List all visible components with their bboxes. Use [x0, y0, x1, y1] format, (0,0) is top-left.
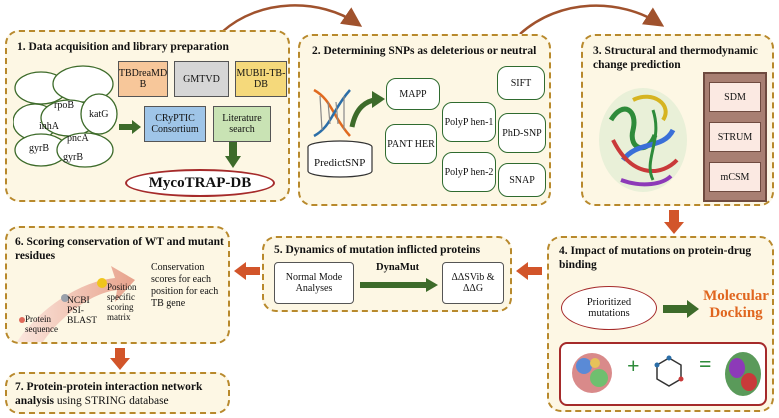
panel-structural-change: 3. Structural and thermodynamic change p…	[581, 34, 774, 206]
tool-mcsm: mCSM	[709, 162, 761, 192]
panel-snp-determination: 2. Determining SNPs as deleterious or ne…	[298, 34, 551, 206]
dot-red	[19, 317, 25, 323]
gene-gyrB-1: gyrB	[29, 143, 49, 154]
arrow-5-to-6	[234, 262, 260, 280]
gene-pncA: pncA	[67, 133, 89, 144]
tool-mapp: MAPP	[386, 78, 440, 110]
gene-rpoB: rpoB	[54, 100, 74, 111]
tool-phdsnp: PhD-SNP	[498, 113, 546, 153]
label-protein-sequence: Protein sequence	[25, 314, 58, 334]
panel-data-acquisition: 1. Data acquisition and library preparat…	[5, 30, 290, 202]
molecular-docking-label: Molecular Docking	[703, 288, 769, 321]
ligand-image	[654, 355, 684, 387]
arrow-dynamut	[360, 278, 438, 292]
arrow-to-docking	[663, 300, 699, 318]
dot-yellow	[97, 278, 107, 288]
arrow-6-to-7	[110, 348, 130, 370]
mycotrap-db: MycoTRAP-DB	[125, 169, 275, 197]
dynamut-label: DynaMut	[376, 262, 420, 273]
mycotrap-db-label: MycoTRAP-DB	[148, 174, 252, 191]
arrow-genes-to-db	[119, 120, 141, 134]
label-psi-blast: NCBI PSI-BLAST	[67, 296, 98, 326]
dna-helix-icon	[313, 88, 351, 138]
db-literature: Literature search	[213, 106, 271, 142]
panel-5-title: 5. Dynamics of mutation inflicted protei…	[274, 244, 481, 256]
tool-polyphen1: PolyP hen-1	[442, 102, 496, 142]
conservation-result: Conservation scores for each position fo…	[151, 262, 219, 309]
label-pssm: Position specific scoring matrix	[107, 282, 137, 322]
panel-ppi-network: 7. Protein-protein interaction network a…	[5, 372, 230, 414]
arrow-to-mycotrap	[225, 142, 241, 168]
panel-6-title: 6. Scoring conservation of WT and mutant…	[15, 236, 224, 262]
panel-protein-drug-binding: 4. Impact of mutations on protein-drug b…	[547, 236, 774, 412]
tool-sdm: SDM	[709, 82, 761, 112]
delta-delta-output: ΔΔSVib & ΔΔG	[442, 262, 504, 304]
tool-polyphen2: PolyP hen-2	[442, 152, 496, 192]
panel-3-title: 3. Structural and thermodynamic change p…	[593, 45, 758, 71]
prioritized-mutations-label: Prioritized mutations	[586, 297, 632, 319]
predictsnp-cylinder	[307, 140, 373, 178]
panel-conservation: 6. Scoring conservation of WT and mutant…	[5, 226, 230, 344]
panel-4-title: 4. Impact of mutations on protein-drug b…	[559, 245, 752, 271]
db-cryptic: CRyPTIC Consortium	[144, 106, 206, 142]
panel-2-title: 2. Determining SNPs as deleterious or ne…	[312, 45, 537, 57]
predictsnp-label: PredictSNP	[314, 157, 366, 169]
panel-7-title: 7. Protein-protein interaction network a…	[15, 380, 229, 408]
gene-inhA: inhA	[39, 121, 59, 132]
tool-strum: STRUM	[709, 122, 761, 152]
tool-panther: PANT HER	[385, 124, 437, 164]
panel-7-title-rest: using STRING database	[54, 395, 169, 407]
arrow-4-to-5	[516, 262, 542, 280]
equals-sign: =	[699, 351, 712, 376]
gene-cloud	[13, 65, 118, 168]
complex-image	[725, 352, 761, 396]
panel-dynamics: 5. Dynamics of mutation inflicted protei…	[262, 236, 512, 312]
tool-snap: SNAP	[498, 163, 546, 197]
plus-sign: +	[627, 353, 640, 378]
prioritized-mutations: Prioritized mutations	[561, 286, 657, 330]
panel-1-title: 1. Data acquisition and library preparat…	[17, 41, 229, 53]
protein-structure-image	[599, 88, 687, 192]
arrow-3-to-4	[664, 210, 684, 234]
panel-7-title-bold: 7. Protein-protein interaction network a…	[15, 381, 203, 407]
tool-sift: SIFT	[497, 66, 545, 100]
protein-blob-image	[572, 353, 612, 393]
db-gmtvd: GMTVD	[174, 61, 229, 97]
db-tbdreamdb: TBDreaMD B	[118, 61, 168, 97]
gene-gyrB-2: gyrB	[63, 152, 83, 163]
db-mubii: MUBII-TB-DB	[235, 61, 287, 97]
normal-mode-analyses: Normal Mode Analyses	[274, 262, 354, 304]
dot-gray	[61, 294, 69, 302]
branch-arrow	[349, 91, 385, 128]
gene-katG: katG	[89, 109, 109, 120]
